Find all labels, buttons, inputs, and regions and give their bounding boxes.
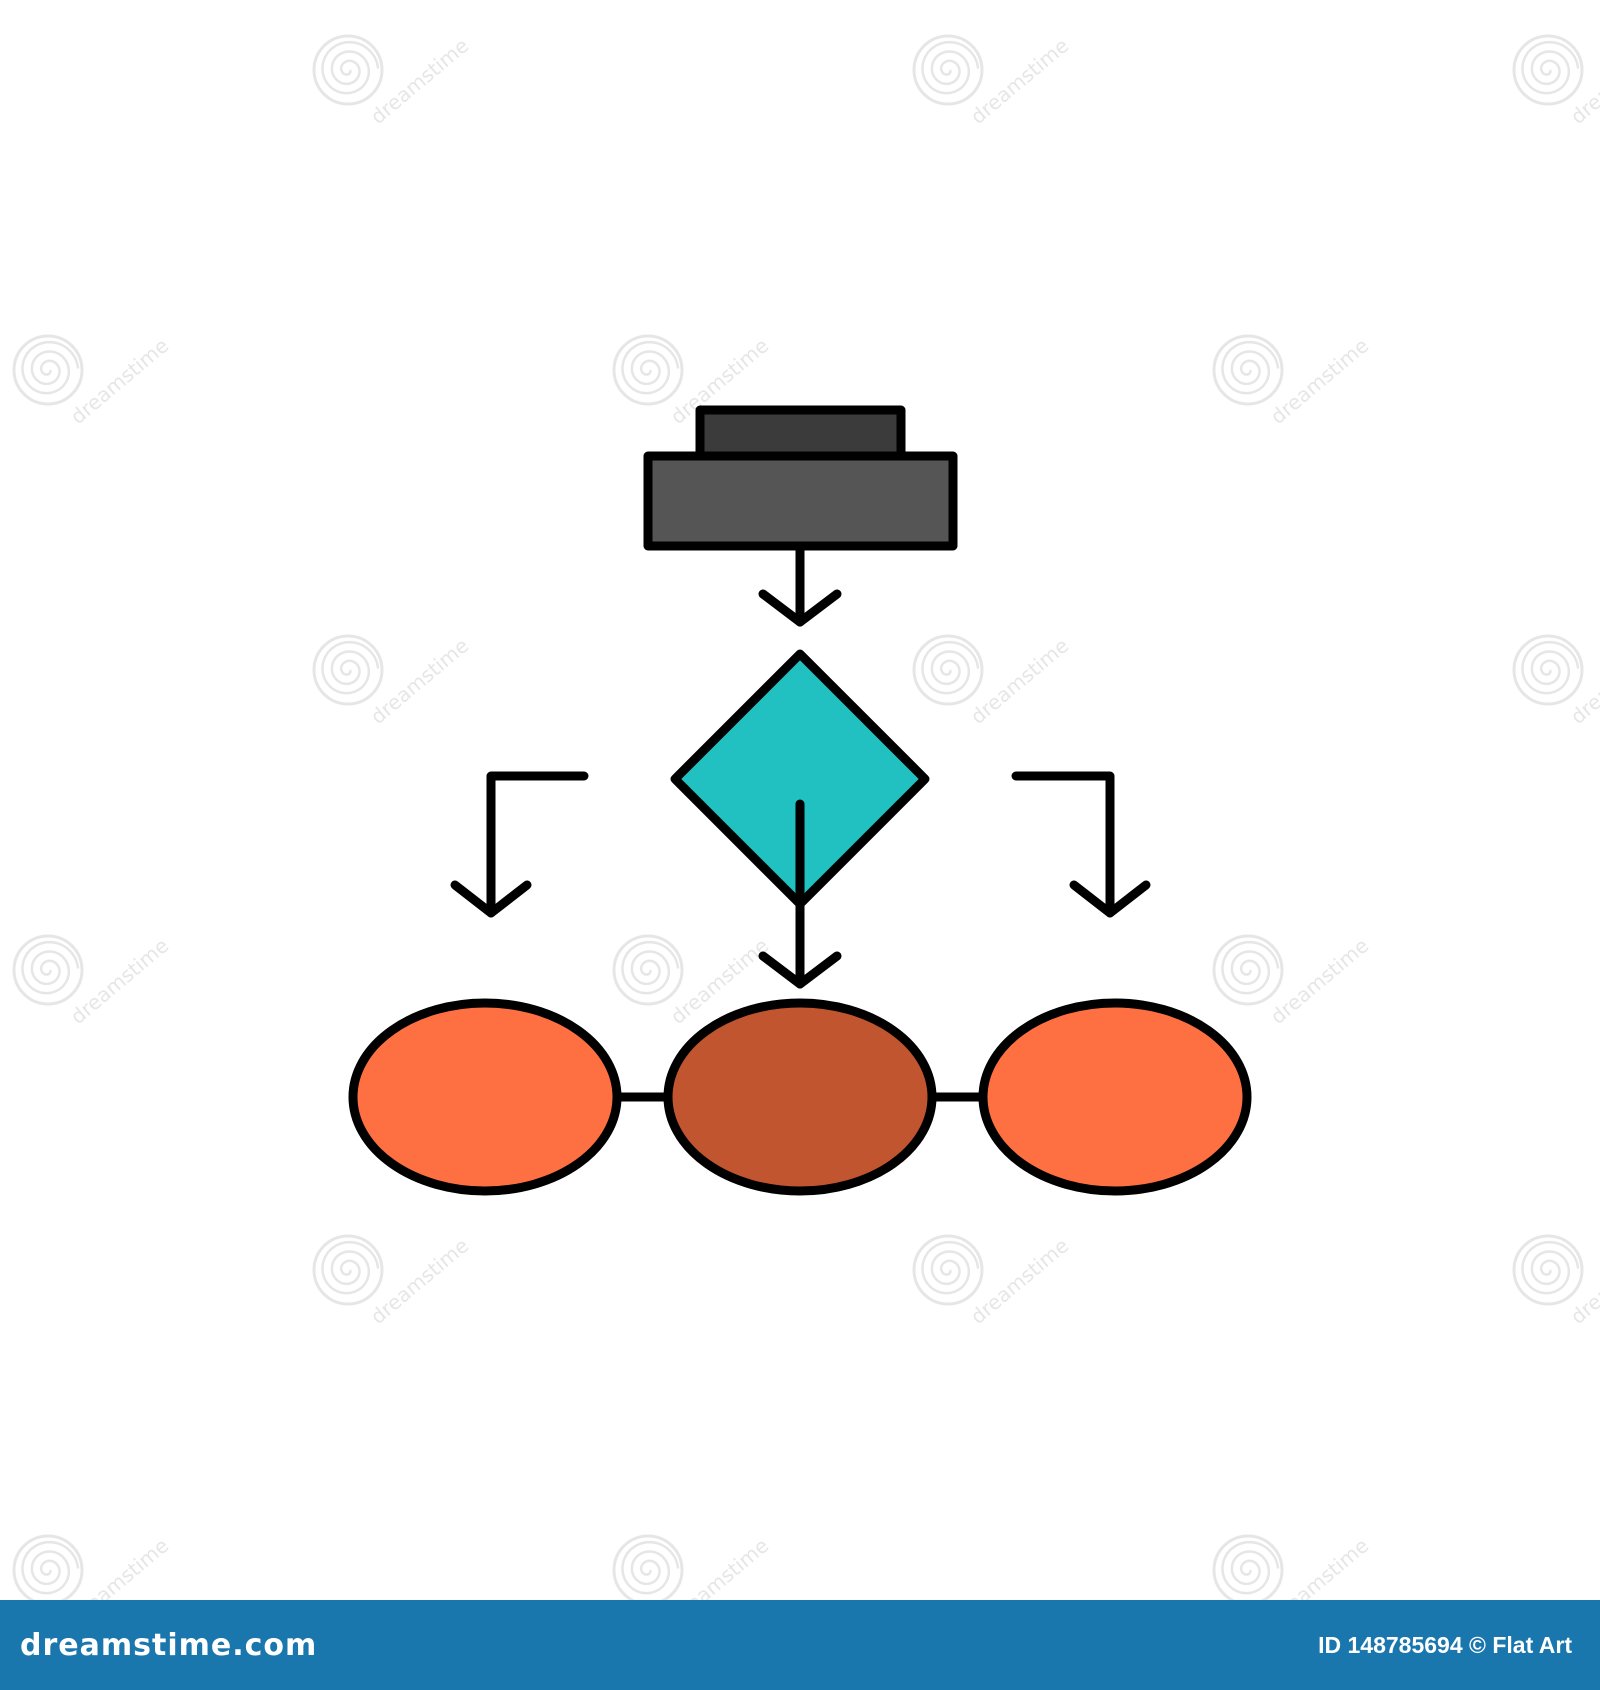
arrow-right-branch bbox=[1011, 771, 1115, 918]
watermark-spiral-icon bbox=[312, 1234, 384, 1306]
arrow-center-head bbox=[758, 951, 842, 989]
watermark-spiral-icon bbox=[312, 34, 384, 106]
watermark-spiral-icon bbox=[12, 934, 84, 1006]
watermark-spiral-icon bbox=[312, 634, 384, 706]
algorithm-flowchart-icon bbox=[348, 405, 1252, 1196]
watermark-spiral-icon bbox=[612, 934, 684, 1006]
arrow-top-head bbox=[758, 589, 842, 627]
watermark-spiral-icon bbox=[612, 334, 684, 406]
watermark-spiral-icon bbox=[1512, 34, 1584, 106]
watermark-spiral-icon bbox=[912, 634, 984, 706]
arrow-left-head bbox=[450, 880, 532, 918]
header-block-bottom bbox=[643, 451, 958, 551]
watermark-spiral-icon bbox=[1512, 634, 1584, 706]
arrow-left-branch bbox=[486, 771, 589, 918]
watermark-spiral-icon bbox=[912, 1234, 984, 1306]
watermark-spiral-icon bbox=[1212, 934, 1284, 1006]
footer-bar: dreamstime.com ID 148785694 © Flat Art bbox=[0, 1600, 1600, 1690]
watermark-spiral-icon bbox=[912, 34, 984, 106]
watermark-spiral-icon bbox=[1212, 1534, 1284, 1600]
watermark-spiral-icon bbox=[12, 334, 84, 406]
arrow-right-head bbox=[1069, 880, 1151, 918]
process-ellipse-right bbox=[978, 998, 1252, 1196]
process-ellipse-center bbox=[663, 998, 937, 1196]
watermark-spiral-icon bbox=[612, 1534, 684, 1600]
process-ellipse-left bbox=[348, 998, 622, 1196]
footer-brand-logo: dreamstime.com bbox=[20, 1627, 318, 1663]
watermark-spiral-icon bbox=[1212, 334, 1284, 406]
footer-image-credit: ID 148785694 © Flat Art bbox=[1318, 1631, 1572, 1658]
watermark-spiral-icon bbox=[12, 1534, 84, 1600]
watermark-spiral-icon bbox=[1512, 1234, 1584, 1306]
